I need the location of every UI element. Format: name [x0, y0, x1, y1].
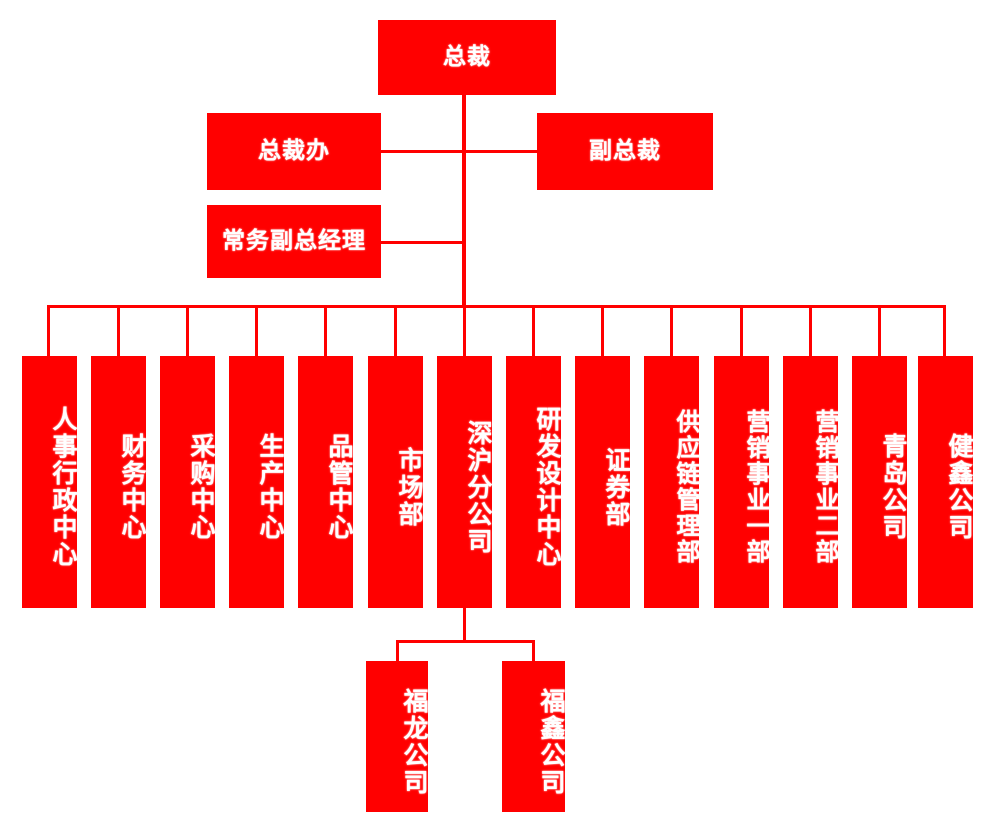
- node-subsidiary[interactable]: 福鑫公司: [502, 661, 566, 812]
- connector-branch-stem: [463, 608, 466, 643]
- node-department[interactable]: 采购中心: [160, 356, 216, 608]
- node-department-label: 市场部: [395, 446, 424, 528]
- node-department[interactable]: 健鑫公司: [918, 356, 974, 608]
- node-department[interactable]: 市场部: [368, 356, 424, 608]
- node-department-label: 证券部: [602, 446, 631, 528]
- node-department[interactable]: 营销事业二部: [783, 356, 839, 608]
- connector-president-spine: [462, 95, 466, 307]
- connector-department-drop: [47, 305, 50, 357]
- connector-department-drop: [255, 305, 258, 357]
- node-department-label: 营销事业二部: [811, 409, 839, 565]
- connector-branch-drop: [532, 640, 535, 662]
- node-department-label: 营销事业一部: [742, 409, 770, 565]
- connector-department-drop: [532, 305, 535, 357]
- node-department[interactable]: 营销事业一部: [714, 356, 770, 608]
- connector-department-drop: [186, 305, 189, 357]
- node-department[interactable]: 财务中心: [91, 356, 147, 608]
- connector-department-drop: [878, 305, 881, 357]
- connector-branch-bar: [396, 640, 534, 643]
- connector-department-drop: [394, 305, 397, 357]
- node-department-label: 青岛公司: [879, 433, 908, 541]
- node-department-label: 供应链管理部: [672, 409, 700, 565]
- node-subsidiary-label: 福龙公司: [400, 687, 429, 796]
- node-department-label: 人事行政中心: [49, 406, 78, 568]
- connector-department-drop: [601, 305, 604, 357]
- connector-level2-bar: [381, 150, 538, 153]
- node-department[interactable]: 品管中心: [298, 356, 354, 608]
- node-department-label: 深沪分公司: [464, 419, 493, 555]
- node-department-label: 生产中心: [256, 433, 285, 541]
- connector-department-drop: [740, 305, 743, 357]
- connector-department-drop: [943, 305, 946, 357]
- node-exec-deputy-gm[interactable]: 常务副总经理: [207, 205, 381, 278]
- node-subsidiary[interactable]: 福龙公司: [366, 661, 429, 812]
- node-department-label: 品管中心: [325, 433, 354, 541]
- connector-department-drop: [117, 305, 120, 357]
- node-department[interactable]: 研发设计中心: [506, 356, 562, 608]
- connector-branch-drop: [396, 640, 399, 662]
- connector-department-bus: [47, 305, 946, 308]
- connector-exec-deputy-bar: [381, 241, 465, 244]
- node-vice-president[interactable]: 副总裁: [537, 113, 713, 190]
- node-department[interactable]: 证券部: [575, 356, 631, 608]
- node-department[interactable]: 生产中心: [229, 356, 285, 608]
- node-department[interactable]: 青岛公司: [852, 356, 908, 608]
- node-department[interactable]: 深沪分公司: [437, 356, 493, 608]
- node-president-office[interactable]: 总裁办: [207, 113, 381, 190]
- node-department-label: 健鑫公司: [945, 433, 974, 541]
- node-subsidiary-label: 福鑫公司: [537, 687, 566, 796]
- node-vice-president-label: 副总裁: [589, 137, 661, 164]
- node-president[interactable]: 总裁: [378, 20, 556, 95]
- node-department-label: 研发设计中心: [533, 406, 562, 568]
- node-president-office-label: 总裁办: [258, 137, 330, 164]
- node-department-label: 采购中心: [187, 433, 216, 541]
- connector-department-drop: [809, 305, 812, 357]
- node-department[interactable]: 供应链管理部: [644, 356, 700, 608]
- node-exec-deputy-gm-label: 常务副总经理: [222, 227, 366, 254]
- node-department[interactable]: 人事行政中心: [22, 356, 78, 608]
- node-department-label: 财务中心: [118, 433, 147, 541]
- connector-department-drop: [324, 305, 327, 357]
- connector-department-drop: [670, 305, 673, 357]
- node-president-label: 总裁: [443, 43, 491, 70]
- connector-department-drop: [463, 305, 466, 357]
